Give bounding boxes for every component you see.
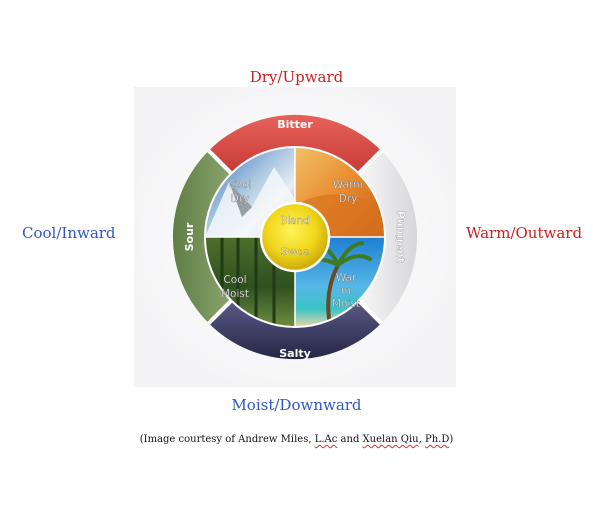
image-caption: (Image courtesy of Andrew Miles, L.Ac an… bbox=[0, 434, 593, 445]
bitter-segment bbox=[208, 114, 382, 174]
cool-dry-label-line2: Dry bbox=[231, 193, 250, 205]
sour-segment bbox=[172, 150, 232, 324]
salty-segment bbox=[208, 300, 382, 360]
pungent-segment bbox=[358, 150, 418, 324]
label-moist-downward: Moist/Downward bbox=[231, 396, 362, 414]
warm-moist-label-line1: War bbox=[336, 272, 357, 284]
label-dry-upward: Dry/Upward bbox=[249, 68, 344, 86]
cool-moist-label-line2: Moist bbox=[221, 288, 249, 300]
pungent-label: Pungent bbox=[394, 211, 407, 263]
warm-dry-label-line2: Dry bbox=[339, 193, 358, 205]
label-cool-inward: Cool/Inward bbox=[22, 224, 116, 242]
five-flavor-wheel: Bitter Salty Sour Pungent Cool Dry Warm … bbox=[134, 87, 456, 387]
sweet-label: Swee bbox=[281, 246, 309, 258]
ring-separators bbox=[207, 149, 383, 325]
warm-dry-label-line1: Warm bbox=[333, 179, 364, 191]
caption-suffix: ) bbox=[449, 434, 454, 445]
caption-and: and bbox=[337, 434, 363, 445]
caption-prefix: (Image courtesy of Andrew Miles, bbox=[139, 434, 315, 445]
caption-separator: , bbox=[418, 434, 425, 445]
center-disk bbox=[259, 201, 331, 273]
caption-credential-lac: L.Ac bbox=[314, 434, 338, 445]
cool-moist-label-line1: Cool bbox=[223, 274, 246, 286]
caption-credential-phd: Ph.D bbox=[424, 434, 450, 445]
label-warm-outward: Warm/Outward bbox=[466, 224, 583, 242]
warm-moist-label-line3: Moist bbox=[332, 298, 360, 310]
bland-label: Bland bbox=[280, 215, 310, 227]
salty-label: Salty bbox=[279, 347, 311, 360]
caption-name: Xuelan Qiu bbox=[362, 434, 419, 445]
bitter-label: Bitter bbox=[277, 118, 313, 131]
inner-disk-border bbox=[204, 146, 386, 328]
warm-moist-label-line2: m bbox=[341, 285, 351, 297]
mountain-shadow bbox=[229, 182, 252, 217]
sour-label: Sour bbox=[183, 222, 196, 251]
cool-dry-label-line1: Cool bbox=[228, 179, 251, 191]
